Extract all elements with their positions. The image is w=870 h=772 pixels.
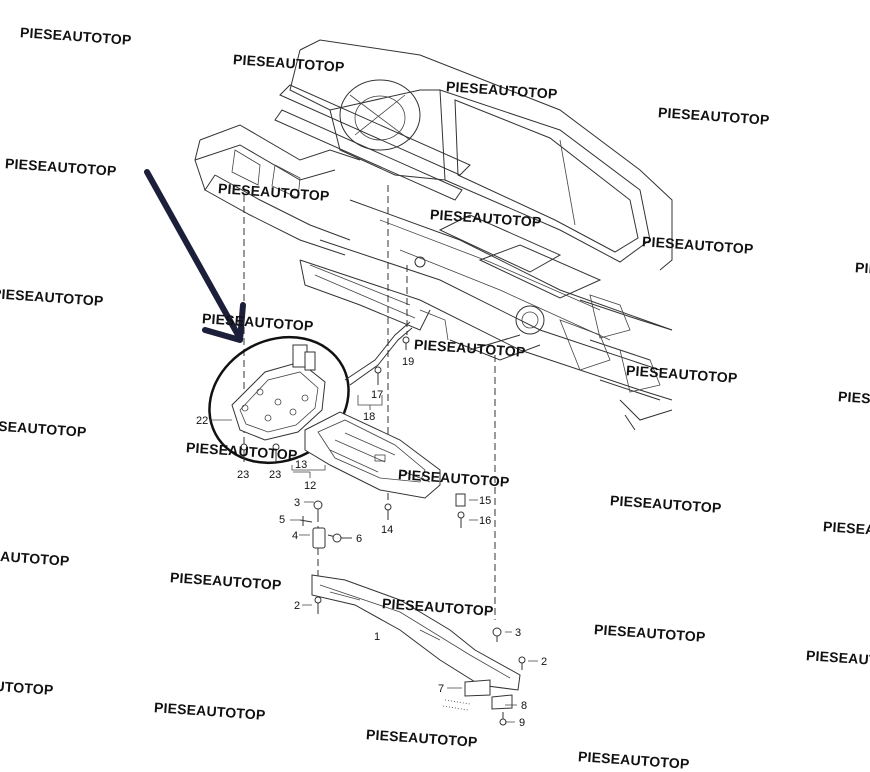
pointer-arrow-icon bbox=[144, 169, 246, 343]
engine-shield-part-22 bbox=[231, 344, 326, 441]
bolt-14-icon bbox=[384, 503, 392, 520]
callout-18: 18 bbox=[363, 411, 375, 423]
bolt-23a-icon bbox=[240, 443, 248, 462]
highlight-circle bbox=[208, 335, 350, 465]
nut-3b-icon bbox=[492, 627, 502, 642]
callout-1: 1 bbox=[374, 631, 380, 643]
callout-17: 17 bbox=[371, 389, 383, 401]
callout-9: 9 bbox=[519, 717, 525, 729]
lower-shield-part-1 bbox=[311, 574, 521, 691]
bolt-17-icon bbox=[374, 366, 382, 385]
callout-8: 8 bbox=[521, 700, 527, 712]
callout-3a: 3 bbox=[294, 497, 300, 509]
callout-numbers: 1 2 2 3 3 4 5 6 7 8 9 12 13 14 15 16 17 … bbox=[196, 356, 547, 729]
callout-2b: 2 bbox=[541, 656, 547, 668]
callout-14: 14 bbox=[381, 524, 393, 536]
callout-2a: 2 bbox=[294, 600, 300, 612]
callout-22: 22 bbox=[196, 415, 208, 427]
bracket-parts-4-5-6 bbox=[299, 500, 341, 549]
callout-6: 6 bbox=[356, 533, 362, 545]
bolt-15-icon bbox=[455, 493, 466, 507]
callout-23a: 23 bbox=[237, 469, 249, 481]
leader-lines bbox=[210, 395, 538, 723]
bolt-23b-icon bbox=[272, 443, 280, 462]
bolt-16-icon bbox=[457, 511, 465, 528]
callout-23b: 23 bbox=[269, 469, 281, 481]
callout-15: 15 bbox=[479, 495, 491, 507]
bolt-19-icon bbox=[402, 336, 410, 350]
callout-19: 19 bbox=[402, 356, 414, 368]
callout-12: 12 bbox=[304, 480, 316, 492]
callout-16: 16 bbox=[479, 515, 491, 527]
callout-4: 4 bbox=[292, 530, 298, 542]
bolt-2a-icon bbox=[314, 596, 322, 614]
callout-3b: 3 bbox=[515, 627, 521, 639]
vehicle-body-shell bbox=[194, 39, 673, 431]
bolt-2b-icon bbox=[518, 656, 526, 670]
callout-5: 5 bbox=[279, 514, 285, 526]
small-parts-7-8-9 bbox=[442, 679, 513, 726]
bracket-part-18 bbox=[344, 321, 413, 386]
callout-7: 7 bbox=[438, 683, 444, 695]
underbody-shield-part-12 bbox=[304, 411, 441, 499]
callout-13: 13 bbox=[295, 459, 307, 471]
